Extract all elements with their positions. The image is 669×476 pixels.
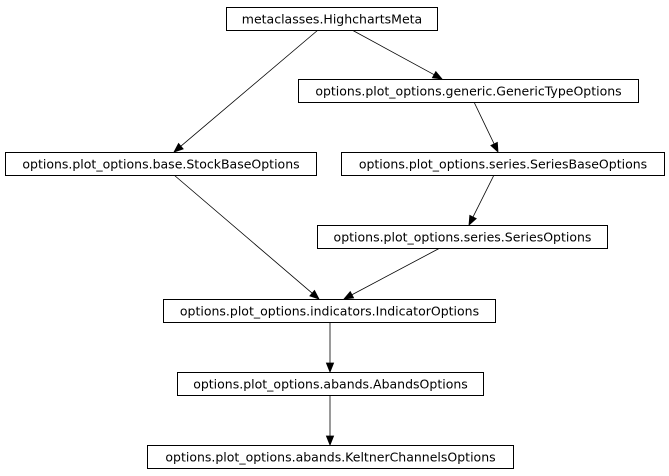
class-node-stockbase[interactable]: options.plot_options.base.StockBaseOptio… — [5, 152, 317, 176]
arrowhead-icon — [468, 214, 477, 226]
edge-stockbase-to-indicator — [173, 174, 320, 300]
edge-line — [472, 174, 495, 218]
edges-layer — [173, 29, 499, 447]
node-label: options.plot_options.series.SeriesBaseOp… — [359, 157, 647, 172]
edge-meta-to-stockbase — [173, 29, 319, 153]
node-box — [147, 445, 514, 469]
node-label: options.plot_options.generic.GenericType… — [315, 84, 621, 99]
edge-abands-to-keltner — [325, 395, 335, 447]
arrowhead-icon — [325, 435, 335, 447]
arrowhead-icon — [325, 362, 335, 374]
edge-seriesbase-to-series — [468, 174, 495, 226]
edge-indicator-to-abands — [325, 322, 335, 374]
edge-line — [180, 29, 319, 147]
node-label: metaclasses.HighchartsMeta — [242, 12, 422, 27]
edge-line — [351, 247, 441, 296]
edge-line — [351, 29, 435, 76]
node-label: options.plot_options.abands.KeltnerChann… — [165, 450, 495, 465]
class-node-meta[interactable]: metaclasses.HighchartsMeta — [226, 7, 438, 31]
edge-line — [173, 174, 313, 294]
node-label: options.plot_options.indicators.Indicato… — [180, 304, 479, 319]
node-box — [5, 152, 317, 176]
class-node-indicator[interactable]: options.plot_options.indicators.Indicato… — [163, 299, 496, 323]
arrowhead-icon — [309, 289, 320, 300]
edge-series-to-indicator — [343, 247, 441, 300]
edge-line — [473, 101, 495, 145]
node-box — [317, 225, 608, 249]
class-node-series[interactable]: options.plot_options.series.SeriesOption… — [317, 225, 608, 249]
nodes-layer: metaclasses.HighchartsMeta options.plot_o… — [5, 7, 665, 469]
arrowhead-icon — [173, 142, 184, 153]
edge-generic-to-seriesbase — [473, 101, 499, 153]
class-node-abands[interactable]: options.plot_options.abands.AbandsOption… — [177, 372, 484, 396]
edge-meta-to-generic — [351, 29, 443, 80]
class-node-keltner[interactable]: options.plot_options.abands.KeltnerChann… — [147, 445, 514, 469]
node-box — [226, 7, 438, 31]
node-box — [341, 152, 665, 176]
node-label: options.plot_options.abands.AbandsOption… — [193, 377, 468, 392]
class-node-seriesbase[interactable]: options.plot_options.series.SeriesBaseOp… — [341, 152, 665, 176]
node-label: options.plot_options.series.SeriesOption… — [334, 230, 592, 245]
arrowhead-icon — [343, 290, 355, 300]
arrowhead-icon — [431, 70, 443, 80]
class-node-generic[interactable]: options.plot_options.generic.GenericType… — [298, 79, 639, 103]
node-box — [163, 299, 496, 323]
node-box — [177, 372, 484, 396]
node-box — [298, 79, 639, 103]
node-label: options.plot_options.base.StockBaseOptio… — [22, 157, 299, 172]
arrowhead-icon — [490, 141, 499, 153]
